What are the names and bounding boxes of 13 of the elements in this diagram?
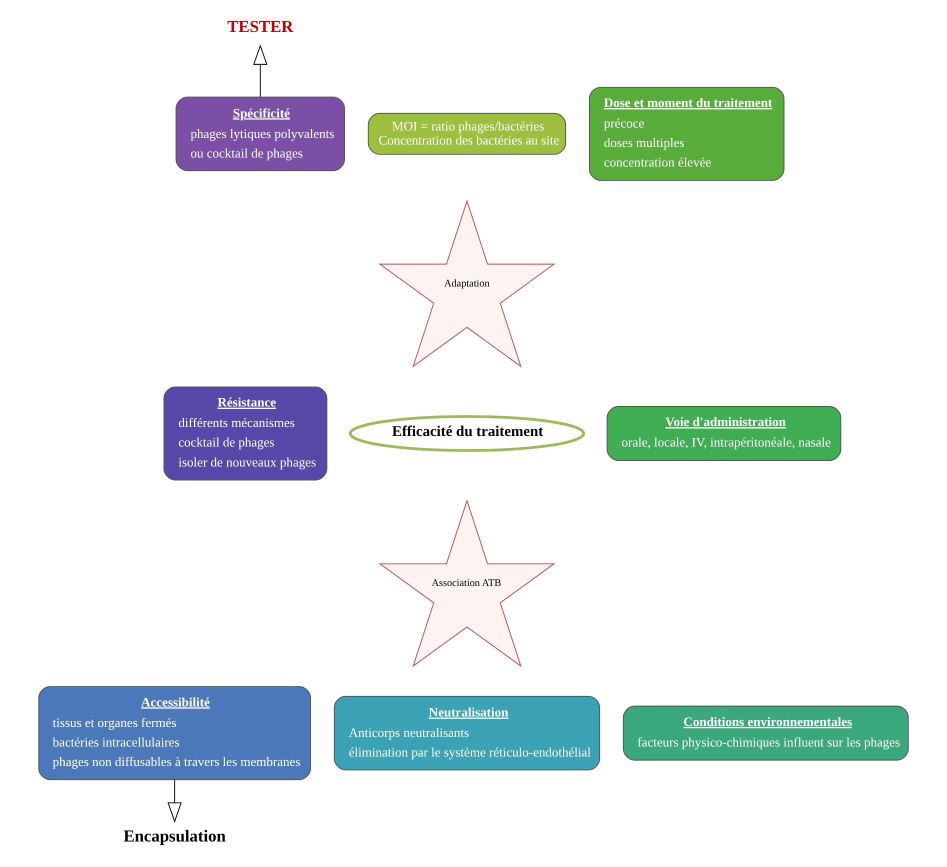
node-text: TESTER — [227, 16, 294, 36]
arrow — [253, 44, 268, 98]
node-text: Encapsulation — [123, 826, 226, 846]
arrow — [167, 779, 182, 823]
node-box: Accessibilité tissus et organes fermés bactéries intracellulaires phages non diffusables à travers les membranes — [38, 686, 312, 780]
node-ellipse: Efficacité du traitement — [348, 415, 586, 452]
node-box: Conditions environnementales facteurs physico-chimiques influent sur les phages — [622, 706, 909, 761]
node-box: Voie d'administration orale, locale, IV, intrapéritonéale, nasale — [606, 406, 842, 461]
node-box: Neutralisation Anticorps neutralisants élimination par le système réticulo-endothélial — [334, 696, 600, 770]
node-box: MOI = ratio phages/bactéries Concentration des bactéries au site — [368, 112, 566, 155]
node-box: Dose et moment du traitement précoce doses multiples concentration élevée — [588, 86, 784, 181]
node-box: Résistance différents mécanismes cocktail de phages isoler de nouveaux phages — [163, 386, 328, 481]
node-box: Spécificité phages lytiques polyvalents ou cocktail de phages — [176, 96, 346, 172]
